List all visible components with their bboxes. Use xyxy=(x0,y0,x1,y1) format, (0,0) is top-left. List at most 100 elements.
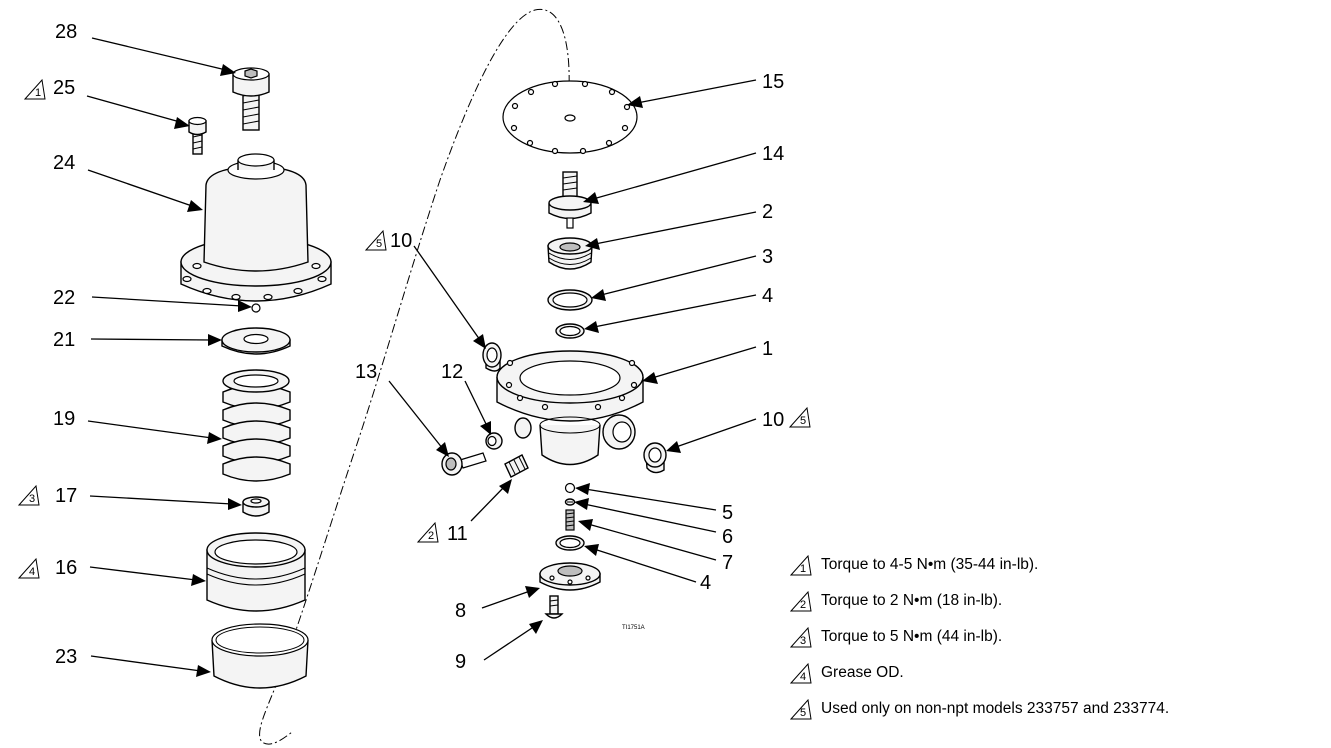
part-8-base-plate xyxy=(539,562,601,591)
note-4: 4 Grease OD. xyxy=(790,661,904,685)
part-9-screw xyxy=(544,595,564,619)
callout-15: 15 xyxy=(762,71,784,93)
part-5-ball xyxy=(564,482,576,494)
leader-19 xyxy=(87,420,222,444)
part-17-nut xyxy=(242,496,270,517)
note-marker-3-icon: 3 xyxy=(18,485,40,506)
part-22-ball xyxy=(251,303,261,313)
leader-9 xyxy=(483,620,543,661)
svg-text:1: 1 xyxy=(800,563,806,575)
leader-2 xyxy=(585,211,757,250)
callout-2: 2 xyxy=(762,201,773,223)
svg-text:5: 5 xyxy=(800,707,806,719)
part-14-stem xyxy=(548,171,592,229)
note-triangle-icon: 5 xyxy=(790,698,812,719)
part-25-screw xyxy=(188,116,207,155)
callout-7: 7 xyxy=(722,552,733,574)
leader-3 xyxy=(591,255,757,301)
leader-13 xyxy=(388,380,449,457)
part-21-spring-seat xyxy=(221,327,291,355)
leader-5 xyxy=(575,483,717,511)
part-1-housing xyxy=(496,350,644,466)
callout-19: 19 xyxy=(53,408,75,430)
note-triangle-icon: 4 xyxy=(790,662,812,683)
callout-28: 28 xyxy=(55,21,77,43)
leader-10-upper xyxy=(413,245,486,349)
leader-14 xyxy=(583,152,757,204)
leader-1 xyxy=(642,346,757,384)
part-6-poppet xyxy=(564,498,576,506)
part-3-o-ring xyxy=(547,289,593,311)
part-16-piston xyxy=(206,532,306,612)
callout-4-lower: 4 xyxy=(700,572,711,594)
callout-13: 13 xyxy=(355,361,377,383)
drawing-id: TI1751A xyxy=(622,625,645,631)
leader-12 xyxy=(464,380,491,435)
leader-6 xyxy=(574,498,717,533)
svg-text:1: 1 xyxy=(35,87,41,99)
part-13-plug xyxy=(441,452,487,476)
callout-5: 5 xyxy=(722,502,733,524)
leader-7 xyxy=(578,519,717,561)
callout-8: 8 xyxy=(455,600,466,622)
leader-16 xyxy=(89,566,206,586)
callout-25: 25 xyxy=(53,77,75,99)
part-19-spring xyxy=(222,369,291,482)
callout-22: 22 xyxy=(53,287,75,309)
leader-21 xyxy=(90,334,222,346)
note-marker-5-icon: 5 xyxy=(789,407,811,428)
part-12-bushing xyxy=(485,432,503,450)
svg-text:4: 4 xyxy=(29,566,35,578)
part-24-cover xyxy=(180,153,332,302)
callout-14: 14 xyxy=(762,143,784,165)
callout-9: 9 xyxy=(455,651,466,673)
leader-25 xyxy=(86,95,190,129)
note-triangle-icon: 2 xyxy=(790,590,812,611)
leader-4-upper xyxy=(584,294,757,333)
part-4-o-ring-lower xyxy=(555,535,585,551)
callout-10-lower: 10 xyxy=(762,409,784,431)
note-1: 1 Torque to 4-5 N•m (35-44 in-lb). xyxy=(790,553,1038,577)
callout-10-upper: 10 xyxy=(390,230,412,252)
note-text: Torque to 4-5 N•m (35-44 in-lb). xyxy=(821,556,1039,573)
callout-17: 17 xyxy=(55,485,77,507)
leader-15 xyxy=(627,79,757,108)
note-2: 2 Torque to 2 N•m (18 in-lb). xyxy=(790,589,1002,613)
callout-3: 3 xyxy=(762,246,773,268)
note-marker-5-icon: 5 xyxy=(365,230,387,251)
assembly-centerline xyxy=(259,8,570,745)
part-2-seat-housing xyxy=(547,237,593,270)
svg-text:3: 3 xyxy=(800,635,806,647)
svg-text:5: 5 xyxy=(800,415,806,427)
callout-21: 21 xyxy=(53,329,75,351)
svg-text:5: 5 xyxy=(376,238,382,250)
callout-11: 11 xyxy=(447,523,468,545)
part-10-lower-nut xyxy=(643,442,667,474)
leader-22 xyxy=(91,296,252,312)
note-triangle-icon: 1 xyxy=(790,554,812,575)
callout-4-upper: 4 xyxy=(762,285,773,307)
part-7-spring xyxy=(565,509,575,531)
leader-4-lower xyxy=(584,544,697,583)
note-text: Used only on non-npt models 233757 and 2… xyxy=(821,700,1170,717)
leader-8 xyxy=(481,586,540,609)
note-text: Grease OD. xyxy=(821,664,904,681)
callout-24: 24 xyxy=(53,152,75,174)
svg-text:4: 4 xyxy=(800,671,806,683)
callout-16: 16 xyxy=(55,557,77,579)
part-23-ring xyxy=(211,623,309,689)
leader-10-lower xyxy=(666,418,757,453)
leader-11 xyxy=(470,479,512,522)
part-11-fitting xyxy=(504,454,529,478)
svg-text:3: 3 xyxy=(29,493,35,505)
note-marker-1-icon: 1 xyxy=(24,79,46,100)
leader-28 xyxy=(91,37,236,76)
note-5: 5 Used only on non-npt models 233757 and… xyxy=(790,697,1169,721)
callout-6: 6 xyxy=(722,526,733,548)
note-text: Torque to 2 N•m (18 in-lb). xyxy=(821,592,1003,609)
note-3: 3 Torque to 5 N•m (44 in-lb). xyxy=(790,625,1002,649)
leader-17 xyxy=(89,495,242,510)
svg-text:2: 2 xyxy=(800,599,806,611)
part-4-o-ring-upper xyxy=(555,323,585,339)
callout-12: 12 xyxy=(441,361,463,383)
